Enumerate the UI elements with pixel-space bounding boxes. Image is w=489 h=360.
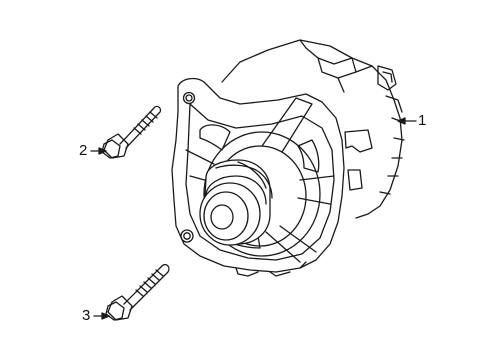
bolt-flange [107,295,133,321]
bolt-shank [119,105,162,149]
callout-2-arrow [98,147,107,155]
mount-hole-bottom [180,229,194,243]
alternator-spoke-right [297,175,335,205]
mount-hole-top [182,91,196,105]
alternator-icon [171,39,405,277]
mount-hole-bottom-inner [183,232,191,240]
mount-hole-top-inner [185,94,193,102]
alternator-rotor-ring [203,131,321,257]
callout-2-label: 2 [79,142,88,159]
callout-1-arrow [397,117,406,125]
alternator-bracket-inner [185,103,335,261]
bolt-flange [103,133,129,159]
callout-3-label: 3 [82,307,91,324]
callout-3-arrow [101,312,110,320]
alternator-fins [379,95,405,195]
bolt-shank [123,263,170,311]
bolt-threads [133,111,158,135]
alternator-spoke-lower [265,225,317,263]
alternator-spoke-upper [261,97,313,153]
pulley-hub [210,204,234,230]
bolt-head [105,301,125,321]
bolt-threads [135,269,164,297]
alternator-rear-housing [221,39,403,219]
bolt-icon [101,105,162,159]
pulley-icon [199,159,273,246]
alternator-connector [299,39,373,93]
bolt-icon [105,263,170,321]
alternator-lower-edge [235,261,307,277]
alternator-terminal [377,65,397,91]
alternator-side-bracket [344,129,373,191]
callout-1-label: 1 [418,112,427,129]
